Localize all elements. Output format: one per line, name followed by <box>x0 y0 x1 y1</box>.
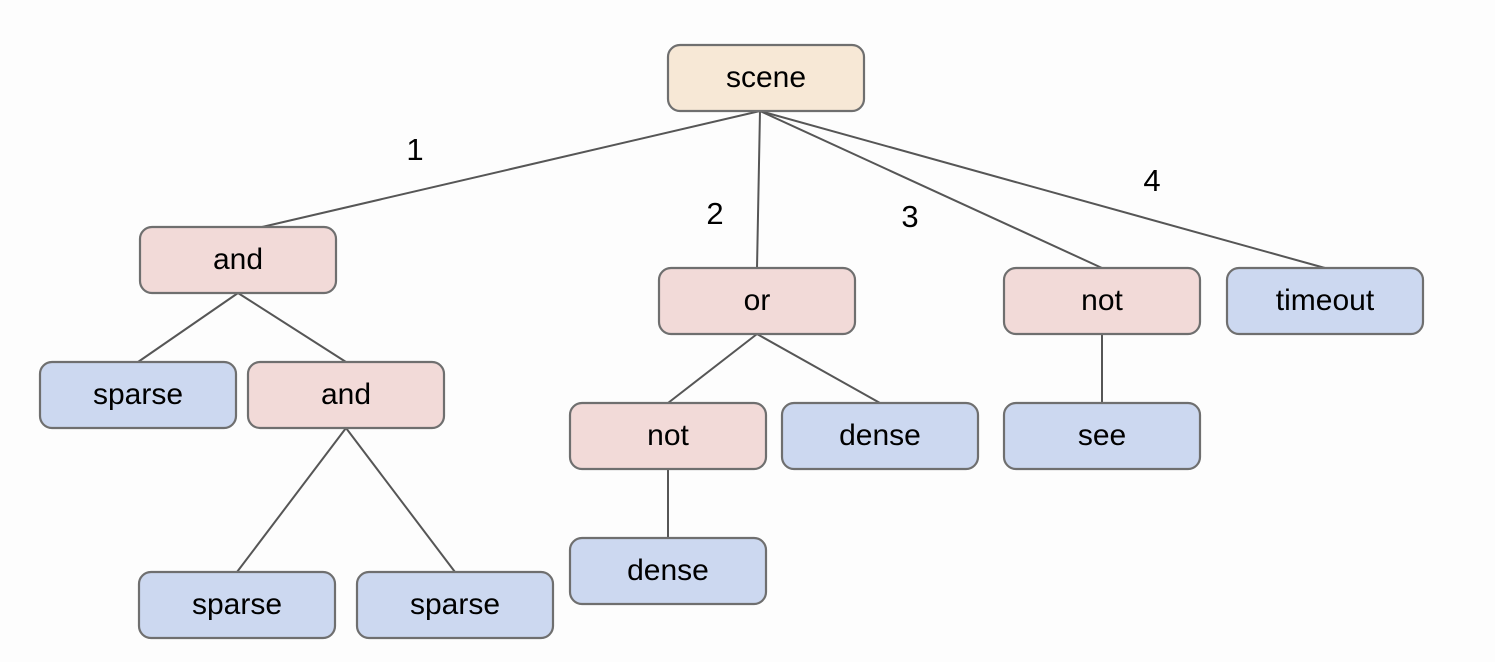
node-label-and2: and <box>321 378 371 411</box>
tree-node-not1[interactable]: not <box>568 401 768 471</box>
tree-edge-scene-to-not2 <box>759 110 1103 269</box>
tree-node-and2[interactable]: and <box>246 360 446 430</box>
node-label-timeout1: timeout <box>1276 284 1375 317</box>
tree-edge-and2-to-sparse3 <box>345 427 456 573</box>
tree-node-not2[interactable]: not <box>1002 266 1202 336</box>
tree-node-dense1[interactable]: dense <box>780 401 980 471</box>
tree-edge-or1-to-dense1 <box>756 333 881 404</box>
node-box-and1[interactable] <box>138 225 338 295</box>
tree-edge-and2-to-sparse2 <box>236 427 347 573</box>
node-box-timeout1[interactable] <box>1225 266 1425 336</box>
tree-node-sparse3[interactable]: sparse <box>355 570 555 640</box>
node-label-not1: not <box>647 419 689 452</box>
node-box-dense2[interactable] <box>568 536 768 606</box>
tree-node-dense2[interactable]: dense <box>568 536 768 606</box>
node-box-scene[interactable] <box>666 43 866 113</box>
tree-edge-scene-to-and1 <box>261 110 761 228</box>
edge-label-1: 1 <box>406 132 423 167</box>
tree-edge-and1-to-and2 <box>237 292 347 363</box>
node-box-or1[interactable] <box>657 266 857 336</box>
node-label-or1: or <box>744 284 771 317</box>
tree-edge-scene-to-or1 <box>756 110 761 269</box>
node-box-sparse2[interactable] <box>137 570 337 640</box>
node-label-not2: not <box>1081 284 1123 317</box>
tree-node-scene[interactable]: scene <box>666 43 866 113</box>
node-box-not2[interactable] <box>1002 266 1202 336</box>
tree-node-timeout1[interactable]: timeout <box>1225 266 1425 336</box>
edges-layer <box>137 110 1326 573</box>
edge-label-3: 3 <box>901 199 918 234</box>
tree-node-or1[interactable]: or <box>657 266 857 336</box>
tree-node-see1[interactable]: see <box>1002 401 1202 471</box>
node-box-and2[interactable] <box>246 360 446 430</box>
nodes-layer: scene and sparse and sparse sparse or not dense d… <box>38 43 1425 640</box>
node-label-sparse1: sparse <box>93 378 183 411</box>
tree-node-and1[interactable]: and <box>138 225 338 295</box>
tree-edge-or1-to-not1 <box>667 333 758 404</box>
node-label-sparse3: sparse <box>410 588 500 621</box>
node-box-not1[interactable] <box>568 401 768 471</box>
node-label-dense1: dense <box>839 419 921 452</box>
tree-edge-scene-to-timeout1 <box>759 110 1326 269</box>
node-label-see1: see <box>1078 419 1126 452</box>
edge-label-2: 2 <box>706 196 723 231</box>
node-label-scene: scene <box>726 61 806 94</box>
node-box-sparse3[interactable] <box>355 570 555 640</box>
node-box-see1[interactable] <box>1002 401 1202 471</box>
node-label-dense2: dense <box>627 554 709 587</box>
tree-edge-and1-to-sparse1 <box>137 292 239 363</box>
edge-label-4: 4 <box>1143 163 1160 198</box>
node-box-dense1[interactable] <box>780 401 980 471</box>
node-box-sparse1[interactable] <box>38 360 238 430</box>
tree-node-sparse1[interactable]: sparse <box>38 360 238 430</box>
tree-node-sparse2[interactable]: sparse <box>137 570 337 640</box>
edge-labels-layer: 1 2 3 4 <box>406 132 1160 234</box>
node-label-and1: and <box>213 243 263 276</box>
node-label-sparse2: sparse <box>192 588 282 621</box>
